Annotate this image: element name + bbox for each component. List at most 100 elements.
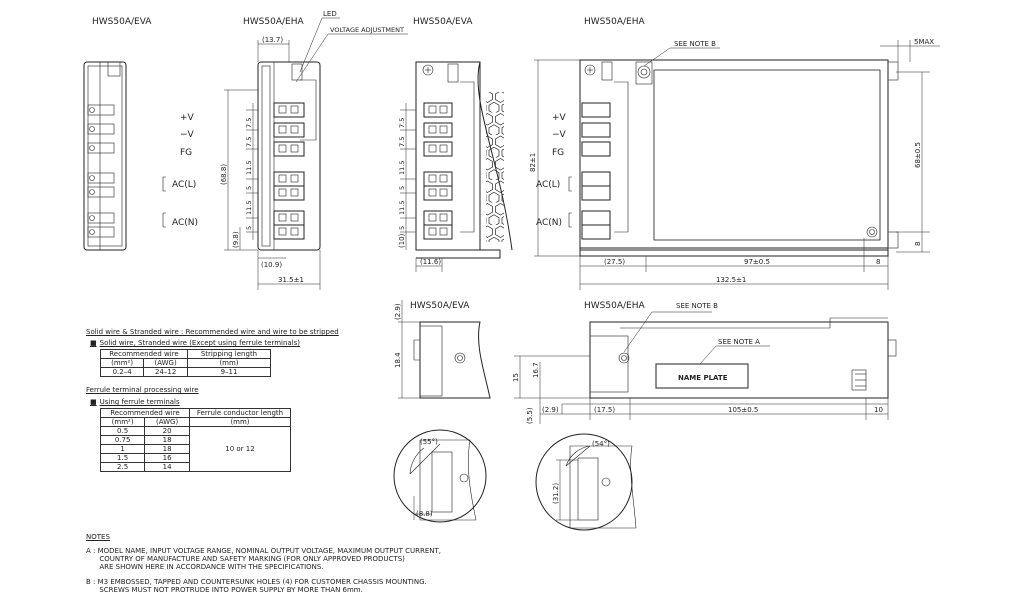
ferrule-row-mm2: 1 bbox=[99, 444, 146, 454]
note-b: B : M3 EMBOSSED, TAPPED AND COUNTERSUNK … bbox=[86, 578, 427, 594]
view-title-side-eha: HWS50A/EHA bbox=[584, 17, 645, 27]
dim-11-6: (11.6) bbox=[420, 258, 441, 266]
pitch-dimensions-eva: 7.5 7.5 11.5 5 11.5 5 bbox=[398, 118, 406, 230]
callout-see-note-b-side: SEE NOTE B bbox=[674, 40, 716, 48]
stripping-cell-awg: 24–12 bbox=[143, 367, 188, 377]
side-label-ac-n: AC(N) bbox=[536, 218, 562, 228]
ferrule-unit-mm: (mm) bbox=[189, 417, 291, 427]
stripping-table: Recommended wire Stripping length (mm²) … bbox=[99, 349, 271, 377]
label-ac-l: AC(L) bbox=[172, 180, 196, 190]
dim-15: 15 bbox=[512, 373, 520, 382]
bottom-view-eha bbox=[514, 311, 897, 424]
dim-68-05: 68±0.5 bbox=[914, 142, 922, 168]
ferrule-table-subtitle: Using ferrule terminals bbox=[90, 398, 180, 407]
ferrule-table-title: Ferrule terminal processing wire bbox=[86, 386, 199, 394]
dim-68-8: (68.8) bbox=[220, 164, 228, 185]
dim-8-vertical: 8 bbox=[914, 242, 922, 246]
label-minus-v: −V bbox=[180, 130, 195, 140]
ferrule-header-wire: Recommended wire bbox=[100, 408, 190, 418]
dim-10b: 10 bbox=[874, 406, 883, 414]
dim-8-8: (8.8) bbox=[416, 510, 433, 518]
ferrule-row-awg: 18 bbox=[144, 435, 190, 445]
stripping-unit-mm: (mm) bbox=[187, 358, 271, 368]
stripping-cell-length: 9–11 bbox=[187, 367, 271, 377]
callout-see-note-b-bottom: SEE NOTE B bbox=[676, 302, 718, 310]
side-label-ac-l: AC(L) bbox=[536, 180, 560, 190]
wire-table-subtitle: Solid wire, Stranded wire (Except using … bbox=[90, 339, 300, 348]
dim-2-9: (2.9) bbox=[394, 303, 402, 320]
svg-text:11.5: 11.5 bbox=[245, 201, 253, 215]
dim-10: (10) bbox=[398, 233, 406, 248]
detail-circle-eha bbox=[535, 433, 637, 531]
front-view-eva bbox=[83, 61, 127, 251]
svg-text:5: 5 bbox=[398, 186, 406, 190]
dim-10-9: (10.9) bbox=[261, 261, 282, 269]
dim-97: 97±0.5 bbox=[744, 258, 770, 266]
notes-heading: NOTES bbox=[86, 533, 110, 541]
svg-text:7.5: 7.5 bbox=[245, 137, 253, 147]
eha-terminal-block bbox=[273, 102, 305, 240]
wire-table-title: Solid wire & Stranded wire : Recommended… bbox=[86, 328, 339, 336]
view-title-bottom-eha: HWS50A/EHA bbox=[584, 301, 645, 311]
side-view-eva bbox=[400, 61, 513, 272]
ferrule-row-awg: 16 bbox=[144, 453, 190, 463]
ferrule-row-awg: 20 bbox=[144, 426, 190, 436]
label-fg: FG bbox=[180, 148, 192, 158]
dim-31-2: (31.2) bbox=[552, 483, 560, 504]
svg-text:7.5: 7.5 bbox=[398, 137, 406, 147]
callout-see-note-a: SEE NOTE A bbox=[718, 338, 760, 346]
dim-132-5: 132.5±1 bbox=[716, 276, 746, 284]
ferrule-unit-awg: (AWG) bbox=[144, 417, 190, 427]
svg-text:11.5: 11.5 bbox=[245, 161, 253, 175]
view-title-bottom-eva: HWS50A/EVA bbox=[410, 301, 470, 311]
dim-5max: 5MAX bbox=[914, 38, 934, 46]
side-eha-dimensions bbox=[534, 40, 940, 290]
svg-text:5: 5 bbox=[245, 186, 253, 190]
terminal-labels: +V −V FG AC(L) AC(N) bbox=[162, 113, 198, 228]
side-label-fg: FG bbox=[552, 148, 564, 158]
ferrule-row-awg: 14 bbox=[144, 462, 190, 472]
ferrule-row-mm2: 2.5 bbox=[99, 462, 146, 472]
ferrule-row-mm2: 0.5 bbox=[99, 426, 146, 436]
ferrule-cell-length: 10 or 12 bbox=[189, 426, 291, 472]
svg-text:5: 5 bbox=[398, 226, 406, 230]
svg-text:7.5: 7.5 bbox=[245, 118, 253, 128]
ferrule-header-length: Ferrule conductor length bbox=[189, 408, 291, 418]
dim-13-7: (13.7) bbox=[262, 36, 283, 44]
front-eha-dimensions bbox=[224, 40, 321, 290]
dim-16-7: 16.7 bbox=[532, 362, 540, 378]
dim-54-deg: (54°) bbox=[592, 440, 610, 448]
dim-18-4: 18.4 bbox=[394, 352, 402, 368]
pitch-dimensions-eha: 7.5 7.5 11.5 5 11.5 5 bbox=[245, 118, 253, 230]
dim-82: 82±1 bbox=[529, 153, 537, 172]
dim-5-5: (5.5) bbox=[526, 407, 534, 424]
ferrule-row-awg: 18 bbox=[144, 444, 190, 454]
dim-27-5: (27.5) bbox=[604, 258, 625, 266]
eva-side-terminals bbox=[423, 102, 453, 240]
eva-terminal-block bbox=[87, 104, 115, 238]
ferrule-row-mm2: 1.5 bbox=[99, 453, 146, 463]
dim-9-8: (9.8) bbox=[232, 231, 240, 248]
bottom-view-eva bbox=[398, 300, 491, 399]
view-title-side-eva: HWS50A/EVA bbox=[413, 17, 473, 27]
label-plus-v: +V bbox=[180, 113, 195, 123]
front-view-eha bbox=[257, 17, 408, 251]
ferrule-row-mm2: 0.75 bbox=[99, 435, 146, 445]
stripping-header-wire: Recommended wire bbox=[100, 349, 188, 359]
svg-text:7.5: 7.5 bbox=[398, 118, 406, 128]
dim-31-5: 31.5±1 bbox=[278, 276, 304, 284]
dim-2-9b: (2.9) bbox=[542, 406, 559, 414]
stripping-unit-mm2: (mm²) bbox=[99, 358, 145, 368]
svg-text:11.5: 11.5 bbox=[398, 201, 406, 215]
dim-17-5: (17.5) bbox=[594, 406, 615, 414]
svg-text:11.5: 11.5 bbox=[398, 161, 406, 175]
callout-led: LED bbox=[323, 10, 337, 18]
dim-55-deg: (55°) bbox=[420, 438, 438, 446]
stripping-cell-mm2: 0.2–4 bbox=[99, 367, 145, 377]
view-title-front-eva: HWS50A/EVA bbox=[92, 17, 152, 27]
eha-side-terminals bbox=[581, 102, 611, 240]
name-plate: NAME PLATE bbox=[678, 374, 728, 382]
dim-105: 105±0.5 bbox=[728, 406, 758, 414]
svg-text:5: 5 bbox=[245, 226, 253, 230]
